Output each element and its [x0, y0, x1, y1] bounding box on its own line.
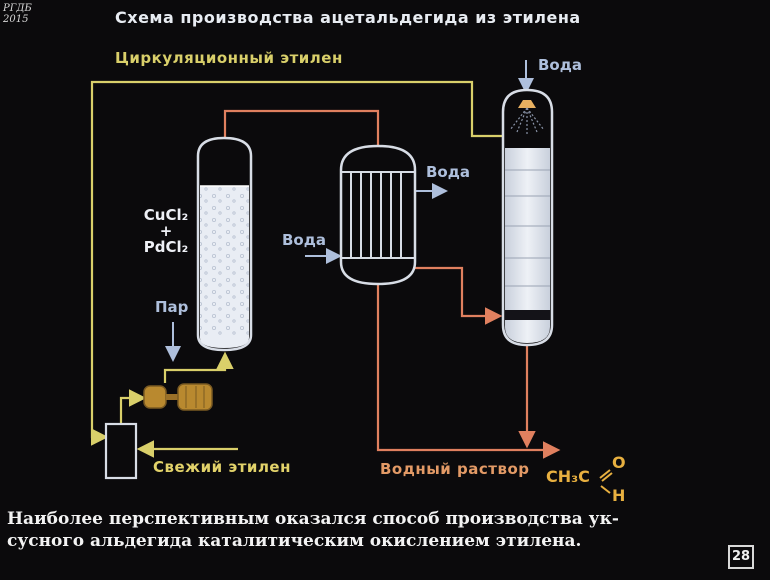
stamp-line-1: РГДБ [3, 3, 32, 14]
condenser-to-scrubber-line [415, 266, 503, 325]
formula-o: O [612, 453, 626, 472]
caption-line-1: Наиболее перспективным оказался способ п… [7, 509, 619, 529]
caption-line-2: сусного альдегида каталитическим окислен… [7, 531, 582, 551]
formula-ch3c: CH₃C [546, 467, 590, 486]
catalyst-label: CuCl₂ + PdCl₂ [136, 205, 196, 257]
spray-nozzle [518, 100, 536, 108]
condenser [339, 144, 417, 286]
plus-label: + [159, 222, 173, 240]
process-diagram [90, 60, 561, 480]
pump-to-reactor-line [163, 351, 234, 383]
aqueous-solution-label: Водный раствор [380, 460, 530, 478]
water-top-label: Вода [538, 56, 582, 74]
recycle-ethylene-label: Циркуляционный этилен [115, 49, 343, 67]
compressor [143, 383, 213, 411]
fresh-ethylene-label: Свежий этилен [153, 458, 291, 476]
page-number: 28 [728, 545, 754, 569]
archive-stamp: РГДБ 2015 [3, 3, 32, 25]
stamp-line-2: 2015 [3, 14, 29, 25]
cucl2-label: CuCl₂ [143, 206, 189, 224]
acetaldehyde-formula: CH₃C O H [546, 453, 636, 506]
slide-title: Схема производства ацетальдегида из этил… [115, 8, 581, 27]
reactor-vessel [196, 136, 253, 352]
water-in-label: Вода [282, 231, 326, 249]
caption: Наиболее перспективным оказался способ п… [0, 508, 770, 552]
absorption-column [501, 88, 554, 347]
formula-bonds [599, 469, 613, 494]
recycle-ethylene-line [90, 80, 503, 446]
mixer-to-pump-line [119, 389, 147, 424]
reactor-to-condenser-line [223, 109, 380, 146]
steam-label: Пар [155, 298, 189, 316]
condenser-to-product-line [376, 284, 561, 459]
formula-h: H [612, 486, 626, 505]
water-out-label: Вода [426, 163, 470, 181]
pdcl2-label: PdCl₂ [143, 238, 189, 256]
mixer [104, 422, 138, 480]
